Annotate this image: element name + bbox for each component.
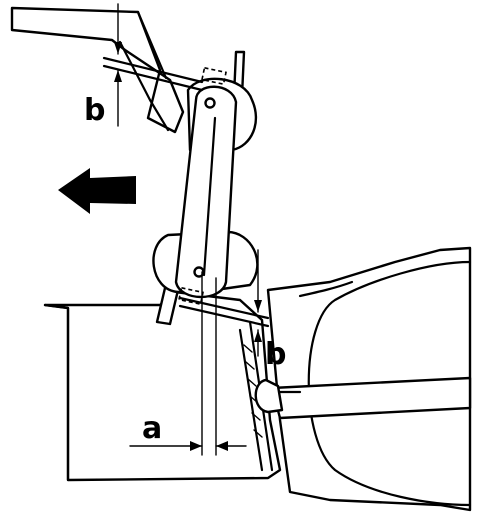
arrow-left-icon: [58, 168, 136, 214]
label-a: a: [142, 411, 162, 446]
dimension-b-upper: b: [84, 3, 122, 128]
dimension-b-lower: b: [254, 249, 286, 372]
connecting-link: [174, 85, 238, 299]
label-b-upper: b: [84, 93, 105, 128]
upper-pivot-hole: [204, 97, 216, 109]
lower-pivot-hole: [193, 266, 205, 278]
pivot-shaft: [254, 376, 472, 420]
reference-lines: [102, 56, 270, 328]
dimension-a: a: [129, 271, 247, 456]
right-housing: [266, 246, 472, 512]
upper-body-panel: [10, 6, 185, 134]
label-b-lower: b: [265, 337, 286, 372]
